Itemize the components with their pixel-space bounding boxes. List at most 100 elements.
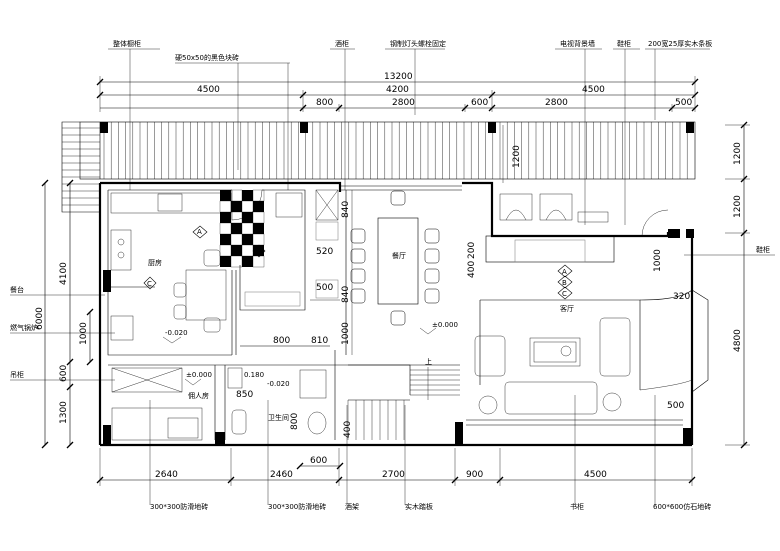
label-antislip-tile-1: 300*300防滑地砖 xyxy=(150,502,208,511)
dining-chair xyxy=(424,268,440,284)
dim-inner-9: 1000 xyxy=(653,249,663,272)
dim-overall: 13200 xyxy=(384,72,413,82)
marker-a-kitchen: A xyxy=(197,228,202,236)
dim-inner-5: 840 xyxy=(341,286,351,303)
marker-c-living: C xyxy=(562,290,567,298)
floor-tile xyxy=(242,256,253,267)
floor-tile xyxy=(253,245,264,256)
lower-rooms: 佣人房 ±0.000 0.180 -0.020 卫生间 上 xyxy=(108,350,460,441)
dim-inner-6: 1000 xyxy=(341,322,351,345)
label-wine-cabinet: 酒柜 xyxy=(335,39,349,48)
dim-inner-7: 200 xyxy=(467,242,477,259)
level-maid: ±0.000 xyxy=(186,371,212,379)
room-label-dining: 餐厅 xyxy=(392,251,406,260)
dim-inner-1: 1200 xyxy=(512,145,522,168)
dim-top-7: 2800 xyxy=(545,98,568,108)
dining-chair xyxy=(350,288,366,304)
dining-chair xyxy=(424,248,440,264)
dim-bottom-4: 900 xyxy=(466,470,483,480)
dim-left-5: 1300 xyxy=(59,401,69,424)
dim-inner-15: 800 xyxy=(290,413,300,430)
dim-left-3: 1000 xyxy=(79,322,89,345)
dim-top-1: 4500 xyxy=(197,85,220,95)
dim-left-4: 600 xyxy=(59,365,69,382)
floor-tile xyxy=(219,200,232,213)
floor-tile xyxy=(230,211,243,224)
top-dimensions: 13200 4500 4200 4500 800 2800 600 2800 5… xyxy=(96,72,699,112)
label-tv-wall: 电视背景墙 xyxy=(560,39,595,48)
marker-b-kitchen: B xyxy=(256,249,261,257)
dim-top-2: 4200 xyxy=(386,85,409,95)
dining-chair xyxy=(350,228,366,244)
wood-deck xyxy=(61,121,696,213)
marker-c-kitchen: C xyxy=(147,280,152,288)
floor-tile xyxy=(242,212,253,223)
kitchen: A B C 厨房 -0.020 xyxy=(107,189,306,356)
floor-tile xyxy=(252,189,265,202)
floor-tile xyxy=(252,211,265,224)
room-label-living: 客厅 xyxy=(560,304,574,313)
dining-chair xyxy=(424,288,440,304)
dining-chair xyxy=(350,268,366,284)
dim-inner-10: 320 xyxy=(673,292,690,302)
living-room: A B C 客厅 xyxy=(466,193,709,426)
dim-inner-12: 810 xyxy=(311,336,328,346)
dim-inner-14: 400 xyxy=(343,421,353,438)
exterior-walls xyxy=(98,181,694,447)
top-annotations: 整体橱柜 硬50x50的黑色块砖 酒柜 钢制灯头螺栓固定 电视背景墙 鞋柜 20… xyxy=(108,39,712,225)
level-wc-2: -0.020 xyxy=(267,380,290,388)
dim-right-2: 1200 xyxy=(733,195,743,218)
level-dining: ±0.000 xyxy=(432,321,458,329)
floor-tile xyxy=(230,233,243,246)
floor-tile xyxy=(220,190,231,201)
floor-tile xyxy=(253,223,264,234)
label-wood-strip: 200宽25厚实木条板 xyxy=(648,39,712,48)
floor-tile xyxy=(242,190,253,201)
dim-left-1: 4100 xyxy=(59,262,69,285)
label-boiler: 燃气锅炉 xyxy=(10,323,38,332)
dim-inner-4: 500 xyxy=(316,283,333,293)
floor-tile xyxy=(219,222,232,235)
inner-dimensions: 1200 840 520 500 840 1000 200 400 1000 3… xyxy=(236,125,690,438)
label-wine-rack: 酒架 xyxy=(345,503,359,511)
dining-area: 餐厅 ±0.000 xyxy=(310,189,458,355)
floor-tile xyxy=(231,223,242,234)
dim-bottom-1: 2640 xyxy=(155,470,178,480)
room-label-kitchen: 厨房 xyxy=(148,258,162,267)
floor-tile xyxy=(241,222,254,235)
floor-tile xyxy=(252,233,265,246)
label-hanging-cabinet: 吊柜 xyxy=(10,370,24,379)
dim-inner-2: 840 xyxy=(341,201,351,218)
dim-bottom-3: 2700 xyxy=(382,470,405,480)
dim-top-5: 2800 xyxy=(392,98,415,108)
floor-tile xyxy=(231,201,242,212)
dim-right-1: 1200 xyxy=(733,142,743,165)
room-label-maid: 佣人房 xyxy=(188,391,209,400)
label-bookcase: 书柜 xyxy=(570,502,584,511)
dim-inner-16: 850 xyxy=(236,390,253,400)
dining-chair xyxy=(390,190,406,206)
floor-tile xyxy=(219,244,232,257)
level-kitchen: -0.020 xyxy=(165,329,188,337)
bottom-dimensions: 600 2640 2460 2700 900 4500 xyxy=(96,448,696,486)
floor-tile xyxy=(253,201,264,212)
room-label-wc: 卫生间 xyxy=(268,413,289,422)
stair-up-label: 上 xyxy=(425,357,432,366)
dim-top-8: 500 xyxy=(675,98,692,108)
dining-chair xyxy=(350,248,366,264)
label-stone-tile: 600*600仿石地砖 xyxy=(653,502,711,511)
label-counter: 餐台 xyxy=(10,285,24,294)
dim-top-6: 600 xyxy=(471,98,488,108)
label-steel-bolt: 钢制灯头螺栓固定 xyxy=(390,39,446,48)
floor-tile xyxy=(231,245,242,256)
dim-inner-3: 520 xyxy=(316,247,333,257)
dim-top-4: 800 xyxy=(316,98,333,108)
floor-tile xyxy=(241,200,254,213)
floor-tile xyxy=(241,244,254,257)
label-shoe-cabinet-top: 鞋柜 xyxy=(617,39,631,48)
dining-chair xyxy=(390,310,406,326)
dim-inner-11: 800 xyxy=(273,336,290,346)
dim-top-3: 4500 xyxy=(582,85,605,95)
dim-right-3: 4800 xyxy=(733,329,743,352)
